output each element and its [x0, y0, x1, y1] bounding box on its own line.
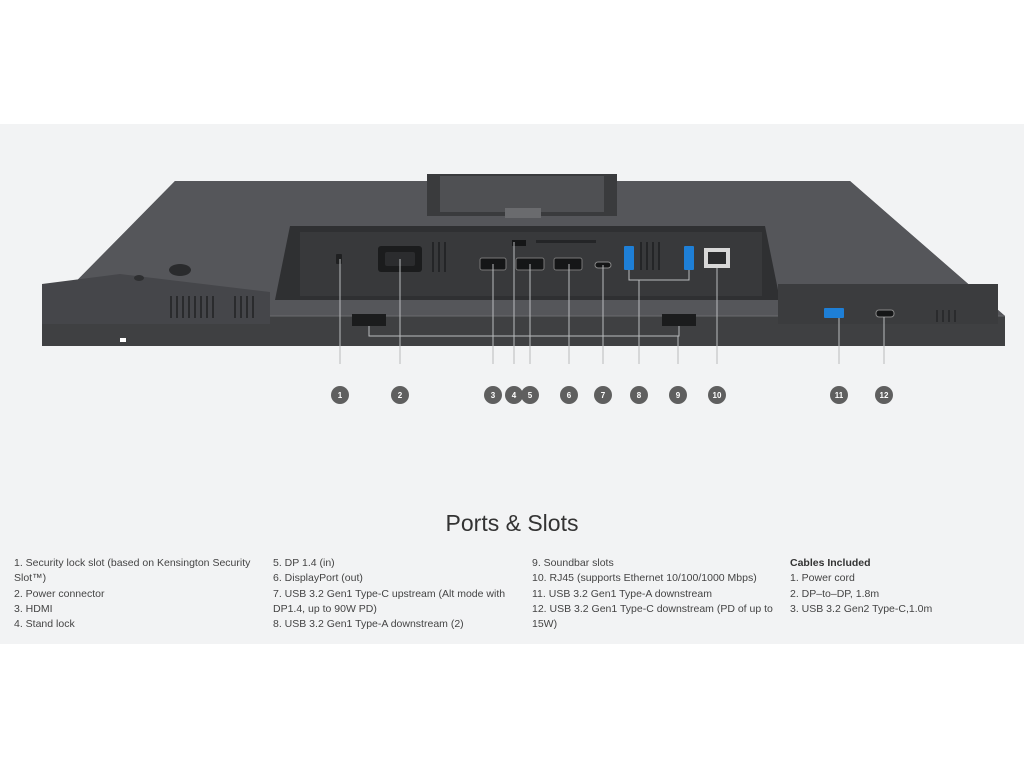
callout-2: 2	[391, 386, 409, 404]
legend-column-2: 5. DP 1.4 (in) 6. DisplayPort (out) 7. U…	[273, 556, 521, 632]
callout-11: 11	[830, 386, 848, 404]
callout-7: 7	[594, 386, 612, 404]
list-item: 6. DisplayPort (out)	[273, 572, 363, 585]
legend-column-1: 1. Security lock slot (based on Kensingt…	[14, 556, 262, 632]
list-item: 1. Power cord	[790, 572, 855, 585]
legend-column-3: 9. Soundbar slots 10. RJ45 (supports Eth…	[532, 556, 780, 632]
list-item: 3. HDMI	[14, 602, 53, 615]
callout-1: 1	[331, 386, 349, 404]
callout-10: 10	[708, 386, 726, 404]
list-item: 10. RJ45 (supports Ethernet 10/100/1000 …	[532, 572, 757, 585]
list-item: 5. DP 1.4 (in)	[273, 557, 335, 569]
product-panel: 1 2 3 4 5 6 7 8 9 10 11 12 Ports & Slots…	[0, 124, 1024, 644]
list-item: 12. USB 3.2 Gen1 Type-C downstream (PD o…	[532, 602, 773, 631]
list-item: 9. Soundbar slots	[532, 557, 614, 569]
callout-8: 8	[630, 386, 648, 404]
callout-9: 9	[669, 386, 687, 404]
cables-included-heading: Cables Included	[790, 557, 871, 569]
list-item: 11. USB 3.2 Gen1 Type-A downstream	[532, 587, 712, 600]
list-item: 2. DP–to–DP, 1.8m	[790, 587, 880, 600]
callout-3: 3	[484, 386, 502, 404]
callout-6: 6	[560, 386, 578, 404]
callout-4: 4	[505, 386, 523, 404]
page-title: Ports & Slots	[445, 510, 579, 536]
callout-12: 12	[875, 386, 893, 404]
list-item: 1. Security lock slot (based on Kensingt…	[14, 557, 251, 585]
list-item: 2. Power connector	[14, 587, 105, 600]
monitor-rear-image	[42, 174, 1005, 364]
list-item: 3. USB 3.2 Gen2 Type-C,1.0m	[790, 602, 933, 615]
callout-5: 5	[521, 386, 539, 404]
list-item: 4. Stand lock	[14, 618, 75, 631]
list-item: 8. USB 3.2 Gen1 Type-A downstream (2)	[273, 618, 464, 631]
list-item: 7. USB 3.2 Gen1 Type-C upstream (Alt mod…	[273, 587, 506, 615]
cables-included-column: Cables Included 1. Power cord 2. DP–to–D…	[790, 556, 1010, 617]
